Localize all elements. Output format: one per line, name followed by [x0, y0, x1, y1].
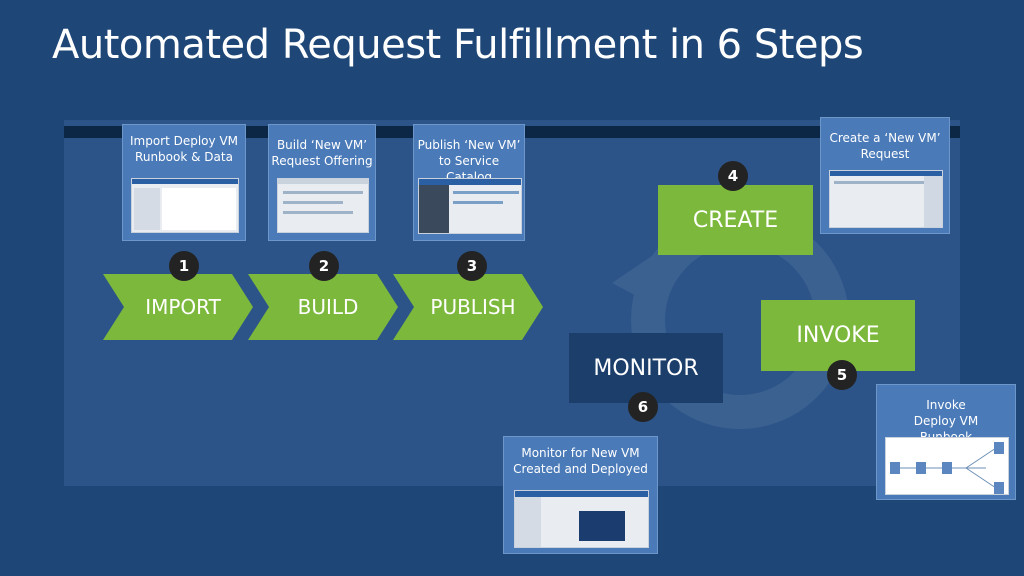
step-4-badge: 4: [718, 161, 748, 191]
step-3-badge: 3: [457, 251, 487, 281]
create-step-box: CREATE: [658, 185, 813, 255]
invoke-card: Invoke Deploy VM Runbook: [876, 384, 1016, 500]
invoke-step-label: INVOKE: [796, 323, 880, 348]
invoke-screenshot-thumbnail: [885, 437, 1009, 495]
import-card: Import Deploy VM Runbook & Data: [122, 124, 246, 241]
monitor-step-label: MONITOR: [593, 355, 699, 381]
publish-card: Publish ‘New VM’ to Service Catalog: [413, 124, 525, 241]
publish-screenshot-thumbnail: [418, 178, 522, 234]
build-chevron: BUILD: [248, 274, 398, 340]
import-card-label: Import Deploy VM Runbook & Data: [129, 134, 239, 164]
step-6-badge: 6: [628, 392, 658, 422]
create-step-label: CREATE: [692, 207, 779, 233]
import-chevron: IMPORT: [103, 274, 253, 340]
monitor-step-box: MONITOR: [569, 333, 723, 403]
build-card: Build ‘New VM’ Request Offering: [268, 124, 376, 241]
step-1-badge: 1: [169, 251, 199, 281]
invoke-step-box: INVOKE: [761, 300, 915, 371]
publish-step-label: PUBLISH: [430, 295, 516, 319]
create-card-label: Create a ‘New VM’ Request: [829, 131, 941, 161]
invoke-card-label: Invoke Deploy VM Runbook: [913, 398, 979, 444]
create-card: Create a ‘New VM’ Request: [820, 117, 950, 234]
monitor-card: Monitor for New VM Created and Deployed: [503, 436, 658, 554]
import-screenshot-thumbnail: [131, 178, 239, 233]
build-screenshot-thumbnail: [277, 178, 369, 233]
build-card-label: Build ‘New VM’ Request Offering: [271, 138, 373, 168]
create-screenshot-thumbnail: [829, 170, 943, 228]
monitor-screenshot-thumbnail: [514, 490, 649, 548]
step-2-badge: 2: [309, 251, 339, 281]
build-step-label: BUILD: [297, 295, 359, 319]
import-step-label: IMPORT: [145, 295, 221, 319]
slide-title: Automated Request Fulfillment in 6 Steps: [52, 22, 864, 68]
monitor-card-label: Monitor for New VM Created and Deployed: [513, 446, 648, 476]
step-5-badge: 5: [827, 360, 857, 390]
publish-chevron: PUBLISH: [393, 274, 543, 340]
